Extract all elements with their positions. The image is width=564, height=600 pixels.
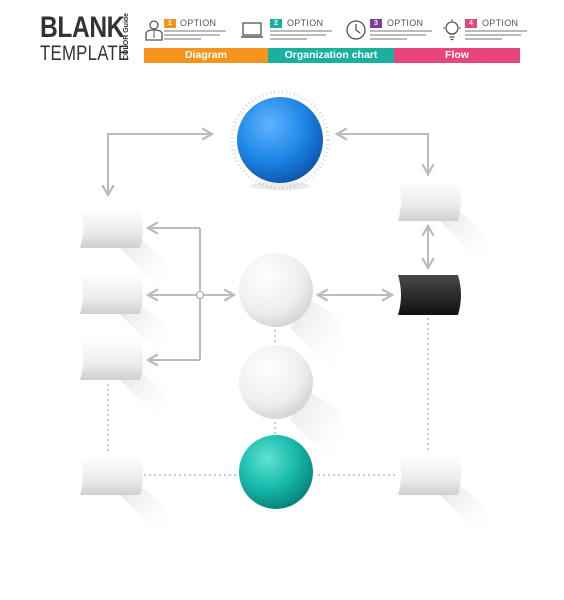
right-node-bottom bbox=[398, 455, 461, 495]
option-text-placeholder bbox=[465, 30, 527, 42]
left-node-2 bbox=[80, 274, 143, 314]
option-label: OPTION bbox=[287, 18, 324, 28]
option-label: OPTION bbox=[482, 18, 519, 28]
page-title: BLANK bbox=[40, 11, 125, 44]
blue-sphere-node bbox=[230, 90, 330, 190]
center-sphere-2 bbox=[239, 345, 313, 419]
person-icon bbox=[145, 20, 163, 41]
left-node-1 bbox=[80, 208, 143, 248]
tab-flow: Flow bbox=[394, 48, 520, 63]
option-number: 2 bbox=[270, 19, 282, 28]
tab-diagram: Diagram bbox=[144, 48, 268, 63]
left-node-3 bbox=[80, 340, 143, 380]
lightbulb-icon bbox=[443, 19, 461, 41]
hub-node bbox=[195, 290, 205, 300]
laptop-icon bbox=[241, 22, 263, 38]
dotted-connectors bbox=[107, 318, 429, 476]
option-text-placeholder bbox=[270, 30, 332, 42]
left-node-4 bbox=[80, 455, 143, 495]
option-number: 1 bbox=[164, 19, 176, 28]
option-number: 4 bbox=[465, 19, 477, 28]
arrow-from-blue-right bbox=[334, 127, 429, 176]
teal-sphere-node bbox=[239, 435, 313, 509]
node-shadows bbox=[120, 213, 485, 540]
option-label: OPTION bbox=[387, 18, 424, 28]
tab-organization-chart: Organization chart bbox=[268, 48, 394, 63]
right-node-dark bbox=[398, 275, 461, 315]
right-node-top bbox=[398, 181, 461, 221]
center-sphere-1 bbox=[239, 253, 313, 327]
option-label: OPTION bbox=[180, 18, 217, 28]
option-text-placeholder bbox=[164, 30, 226, 42]
page-subtitle: TEMPLATE bbox=[40, 42, 130, 65]
arrow-to-blue-left bbox=[107, 127, 215, 195]
option-text-placeholder bbox=[370, 30, 432, 42]
option-number: 3 bbox=[370, 19, 382, 28]
clock-icon bbox=[346, 20, 366, 40]
